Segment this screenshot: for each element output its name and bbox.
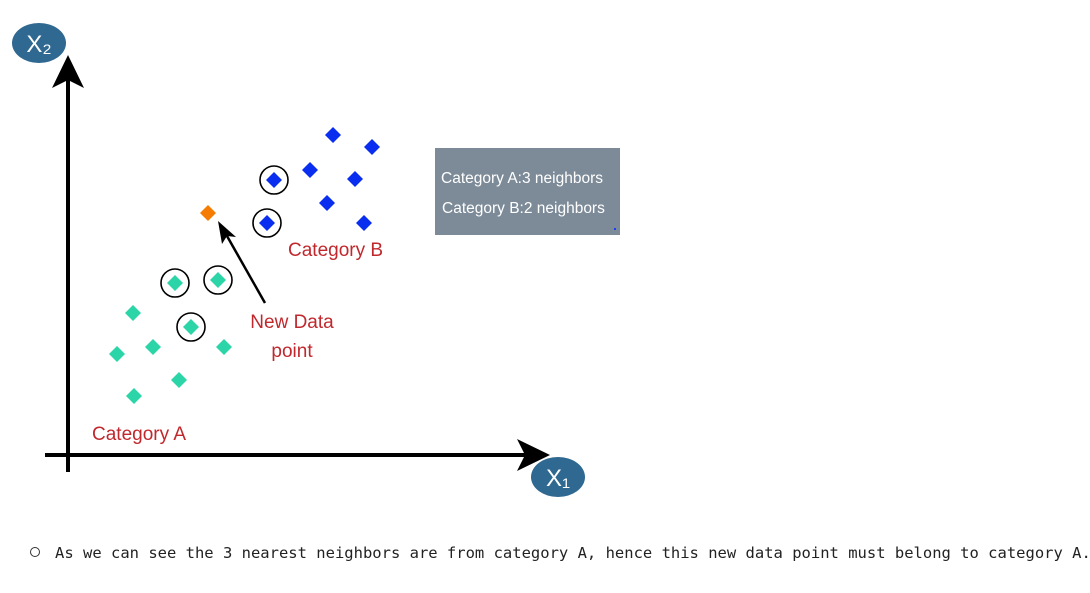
point-b-3 (302, 162, 318, 178)
new-data-label-line1: New Data (250, 312, 334, 333)
point-a-2 (109, 346, 125, 362)
neighbor-circle-b-2 (252, 208, 282, 238)
x-axis-arrowhead (517, 439, 550, 471)
point-b-1 (325, 127, 341, 143)
info-line-category-b: Category B:2 neighbors (442, 200, 605, 217)
point-a-4 (126, 388, 142, 404)
point-b-5 (319, 195, 335, 211)
category-b-neighbor-circles (252, 165, 289, 238)
category-a-points (109, 272, 232, 404)
category-b-label: Category B (288, 240, 383, 261)
point-a-3 (145, 339, 161, 355)
point-b-neighbor-2 (259, 215, 275, 231)
new-point-arrowhead (218, 221, 236, 244)
knn-diagram: X₂ X₁ Category B (12, 23, 620, 497)
caption-text: As we can see the 3 nearest neighbors ar… (55, 544, 1090, 562)
point-a-neighbor-3 (183, 319, 199, 335)
y-axis-label: X₂ (26, 31, 51, 58)
neighbor-circle-a-3 (176, 312, 206, 342)
y-axis-arrowhead (52, 55, 84, 88)
point-b-2 (364, 139, 380, 155)
new-point-arrow-line (225, 235, 267, 304)
neighbor-circle-a-1 (160, 268, 190, 298)
point-a-5 (171, 372, 187, 388)
y-axis-badge: X₂ (12, 23, 66, 63)
point-a-6 (216, 339, 232, 355)
caption-list-item: As we can see the 3 nearest neighbors ar… (30, 544, 1090, 562)
category-a-label: Category A (92, 424, 186, 445)
new-data-point (200, 205, 216, 221)
x-axis-badge: X₁ (531, 457, 585, 497)
neighbor-circle-a-2 (203, 265, 233, 295)
info-box-dot (614, 228, 616, 230)
point-a-neighbor-1 (167, 275, 183, 291)
info-line-category-a: Category A:3 neighbors (441, 170, 603, 187)
point-a-neighbor-2 (210, 272, 226, 288)
point-b-4 (347, 171, 363, 187)
bullet-icon (30, 547, 40, 557)
point-a-1 (125, 305, 141, 321)
point-b-neighbor-1 (266, 172, 282, 188)
neighbor-circle-b-1 (259, 165, 289, 195)
category-b-points (259, 127, 380, 231)
new-data-label-line2: point (271, 341, 313, 362)
point-b-6 (356, 215, 372, 231)
x-axis-label: X₁ (546, 465, 570, 492)
neighbor-count-box: Category A:3 neighbors Category B:2 neig… (435, 148, 620, 235)
category-a-neighbor-circles (160, 265, 233, 342)
